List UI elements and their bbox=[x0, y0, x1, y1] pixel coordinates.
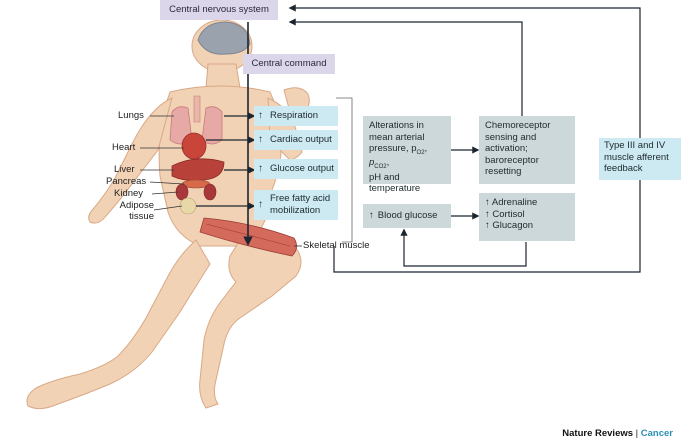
adrenaline-row: ↑ Adrenaline bbox=[485, 197, 538, 208]
increase-arrow-icon: ↑ bbox=[258, 133, 263, 145]
brain-shape bbox=[197, 21, 251, 55]
glucose-output-box: ↑ Glucose output bbox=[254, 159, 338, 179]
respiration-box: ↑ Respiration bbox=[254, 106, 338, 126]
alterations-box: Alterations in mean arterial pressure, p… bbox=[363, 116, 451, 194]
skeletal-muscle-label: Skeletal muscle bbox=[303, 240, 370, 251]
adipose-shape bbox=[179, 197, 197, 215]
ffa-mobilization-box: ↑ Free fatty acid mobilization bbox=[254, 190, 338, 220]
central-command-box: Central command bbox=[243, 54, 335, 74]
cns-box: Central nervous system bbox=[160, 0, 278, 20]
cortisol-row: ↑ Cortisol bbox=[485, 208, 525, 220]
pressure-line: pressure, pO2, pCO2, bbox=[369, 143, 428, 171]
heart-label: Heart bbox=[112, 142, 136, 153]
cardiac-output-box: ↑ Cardiac output bbox=[254, 130, 338, 150]
glucose-output-label: Glucose output bbox=[270, 163, 334, 175]
increase-arrow-icon: ↑ bbox=[258, 109, 263, 121]
increase-arrow-icon: ↑ bbox=[369, 210, 374, 222]
organs-group bbox=[169, 95, 225, 215]
organ-pointer-lines bbox=[140, 115, 302, 247]
hormones-box: ↑ Adrenaline ↑ Cortisol ↑ Glucagon bbox=[479, 193, 575, 241]
respiration-label: Respiration bbox=[270, 110, 319, 122]
chemoreceptor-box: Chemoreceptor sensing and activation; ba… bbox=[479, 116, 575, 184]
pancreas-label: Pancreas bbox=[106, 176, 147, 187]
muscle-afferent-feedback-box: Type III and IV muscle afferent feedback bbox=[599, 138, 681, 180]
central-command-label: Central command bbox=[251, 58, 327, 70]
trachea-shape bbox=[193, 95, 201, 123]
liver-label: Liver bbox=[114, 164, 135, 175]
heart-shape bbox=[181, 132, 207, 160]
ffa-mobilization-label: Free fatty acid mobilization bbox=[270, 193, 331, 216]
blood-glucose-box: ↑ Blood glucose bbox=[363, 204, 451, 228]
cns-label: Central nervous system bbox=[169, 4, 269, 16]
cardiac-output-label: Cardiac output bbox=[270, 134, 332, 146]
kidney-label: Kidney bbox=[114, 188, 144, 199]
glucagon-row: ↑ Glucagon bbox=[485, 220, 534, 232]
increase-arrow-icon: ↑ bbox=[258, 198, 263, 210]
increase-arrow-icon: ↑ bbox=[258, 162, 263, 174]
adipose-tissue-label: Adipose tissue bbox=[119, 200, 154, 222]
journal-credit: Nature Reviews | Cancer bbox=[562, 428, 673, 439]
liver-shape bbox=[171, 158, 225, 181]
blood-glucose-label: Blood glucose bbox=[377, 210, 438, 222]
lungs-label: Lungs bbox=[118, 110, 144, 121]
